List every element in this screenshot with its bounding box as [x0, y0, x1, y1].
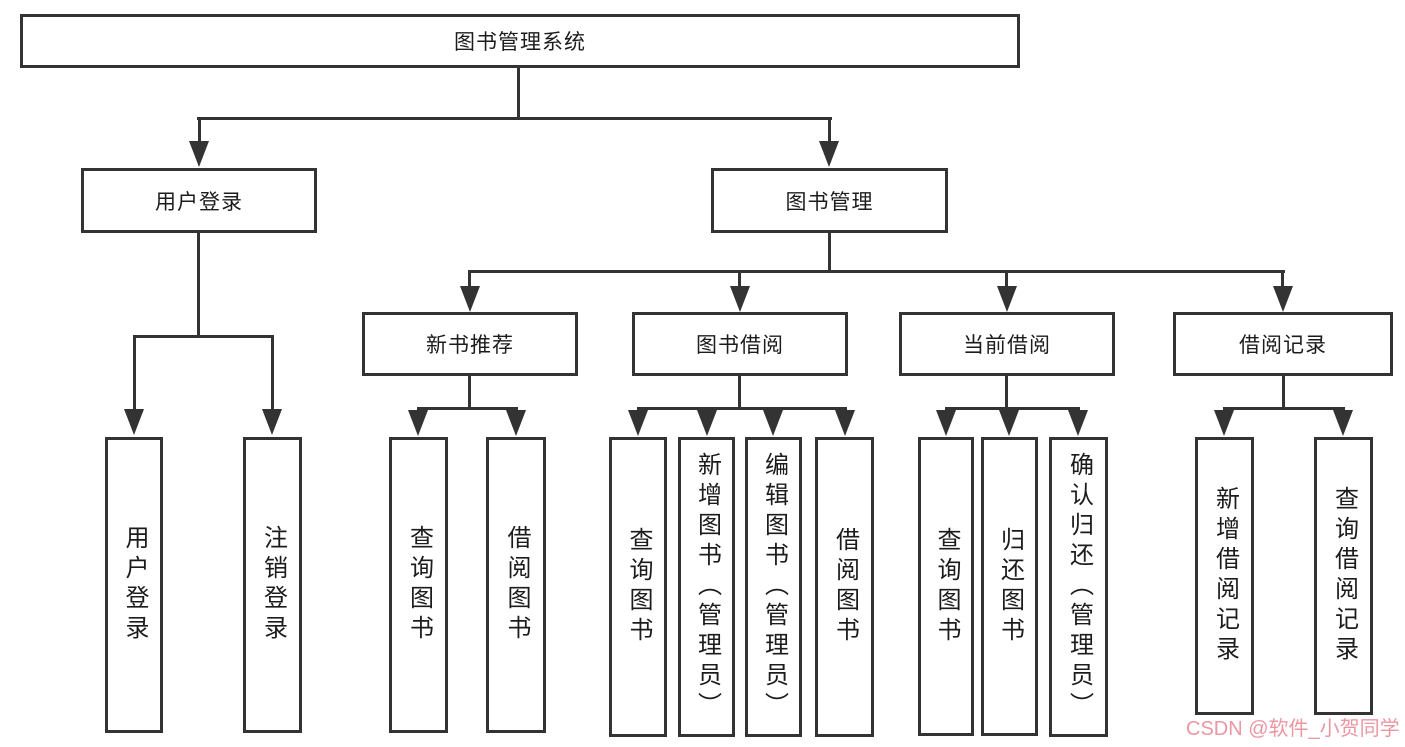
node-label: 查询图书	[933, 526, 960, 647]
node-leaf-query-books: 查询图书	[609, 437, 667, 737]
arrow-down-icon	[697, 410, 717, 436]
node-user-login: 用户登录	[81, 168, 317, 233]
arrow-down-icon	[999, 410, 1019, 436]
node-label: 用户登录	[121, 525, 148, 645]
arrow-down-icon	[1333, 410, 1353, 436]
node-current-borrow: 当前借阅	[899, 312, 1115, 376]
connector-arrow-stem	[1005, 270, 1008, 288]
connector-horizontal	[1223, 407, 1345, 410]
connector-arrow-stem	[738, 270, 741, 288]
connector-arrow-stem	[1281, 270, 1284, 288]
connector-root-horizontal	[197, 117, 832, 120]
connector-stem	[468, 376, 471, 410]
node-leaf-return-books: 归还图书	[981, 437, 1038, 736]
node-leaf-query-borrow-record: 查询借阅记录	[1314, 437, 1373, 715]
node-leaf-borrow-books: 借阅图书	[486, 437, 546, 733]
connector-horizontal	[637, 407, 847, 410]
node-label: 查询图书	[405, 525, 433, 645]
node-label: 借阅图书	[503, 525, 530, 645]
connector-arrow-stem	[198, 117, 201, 144]
arrow-down-icon	[997, 286, 1017, 312]
node-leaf-query-books: 查询图书	[918, 437, 974, 736]
node-leaf-query-books: 查询图书	[389, 437, 448, 733]
arrow-down-icon	[189, 141, 209, 167]
connector-horizontal	[417, 407, 518, 410]
node-book-management: 图书管理	[711, 168, 948, 233]
node-root-label: 图书管理系统	[454, 31, 586, 54]
node-label: 新增借阅记录	[1211, 486, 1239, 666]
connector-arrow-stem	[271, 335, 274, 411]
csdn-watermark: CSDN @软件_小贺同学	[1186, 718, 1400, 740]
arrow-down-icon	[936, 410, 956, 436]
node-label: 借阅记录	[1239, 334, 1327, 357]
node-label: 用户登录	[155, 190, 243, 214]
arrow-down-icon	[835, 410, 855, 436]
connector-arrow-stem	[133, 335, 136, 411]
node-label: 编辑图书（管理员）	[760, 452, 788, 722]
node-leaf-user-login: 用户登录	[105, 437, 163, 733]
connector-bookmgmt-horizontal	[468, 270, 1285, 273]
arrow-down-icon	[763, 410, 783, 436]
connector-stem	[1005, 376, 1008, 410]
connector-root-stem	[517, 66, 520, 119]
connector-stem	[1282, 376, 1285, 410]
node-label: 查询借阅记录	[1330, 486, 1358, 666]
node-leaf-logout: 注销登录	[243, 437, 302, 733]
arrow-down-icon	[1214, 410, 1234, 436]
node-leaf-add-borrow-record: 新增借阅记录	[1195, 437, 1254, 715]
node-new-book-recommend: 新书推荐	[362, 312, 578, 376]
arrow-down-icon	[628, 410, 648, 436]
connector-horizontal	[945, 407, 1080, 410]
node-label: 图书管理	[785, 190, 874, 214]
node-label: 当前借阅	[963, 334, 1051, 357]
arrow-down-icon	[124, 409, 144, 435]
connector-bookmgmt-stem	[828, 233, 831, 273]
connector-stem	[738, 376, 741, 410]
connector-arrow-stem	[468, 270, 471, 288]
arrow-down-icon	[1068, 410, 1088, 436]
node-leaf-edit-books-admin: 编辑图书（管理员）	[745, 437, 802, 737]
node-label: 归还图书	[996, 526, 1024, 647]
arrow-down-icon	[262, 409, 282, 435]
node-label: 借阅图书	[831, 527, 859, 647]
arrow-down-icon	[408, 410, 428, 436]
arrow-down-icon	[1273, 286, 1293, 312]
node-leaf-add-books-admin: 新增图书（管理员）	[678, 437, 735, 737]
connector-userlogin-stem	[197, 231, 200, 338]
node-borrow-records: 借阅记录	[1173, 312, 1393, 376]
node-book-borrow: 图书借阅	[632, 312, 848, 376]
node-label: 确认归还（管理员）	[1065, 452, 1093, 722]
node-label: 注销登录	[259, 525, 287, 645]
node-leaf-confirm-return-admin: 确认归还（管理员）	[1049, 437, 1108, 737]
node-label: 图书借阅	[696, 334, 784, 357]
node-root-system: 图书管理系统	[20, 14, 1020, 68]
connector-userlogin-horizontal	[133, 335, 274, 338]
connector-arrow-stem	[828, 117, 831, 144]
arrow-down-icon	[730, 286, 750, 312]
arrow-down-icon	[506, 410, 526, 436]
arrow-down-icon	[819, 141, 839, 167]
node-label: 新增图书（管理员）	[693, 452, 721, 722]
node-label: 新书推荐	[426, 334, 514, 357]
arrow-down-icon	[460, 286, 480, 312]
node-label: 查询图书	[625, 527, 652, 647]
node-leaf-borrow-books: 借阅图书	[815, 437, 874, 737]
